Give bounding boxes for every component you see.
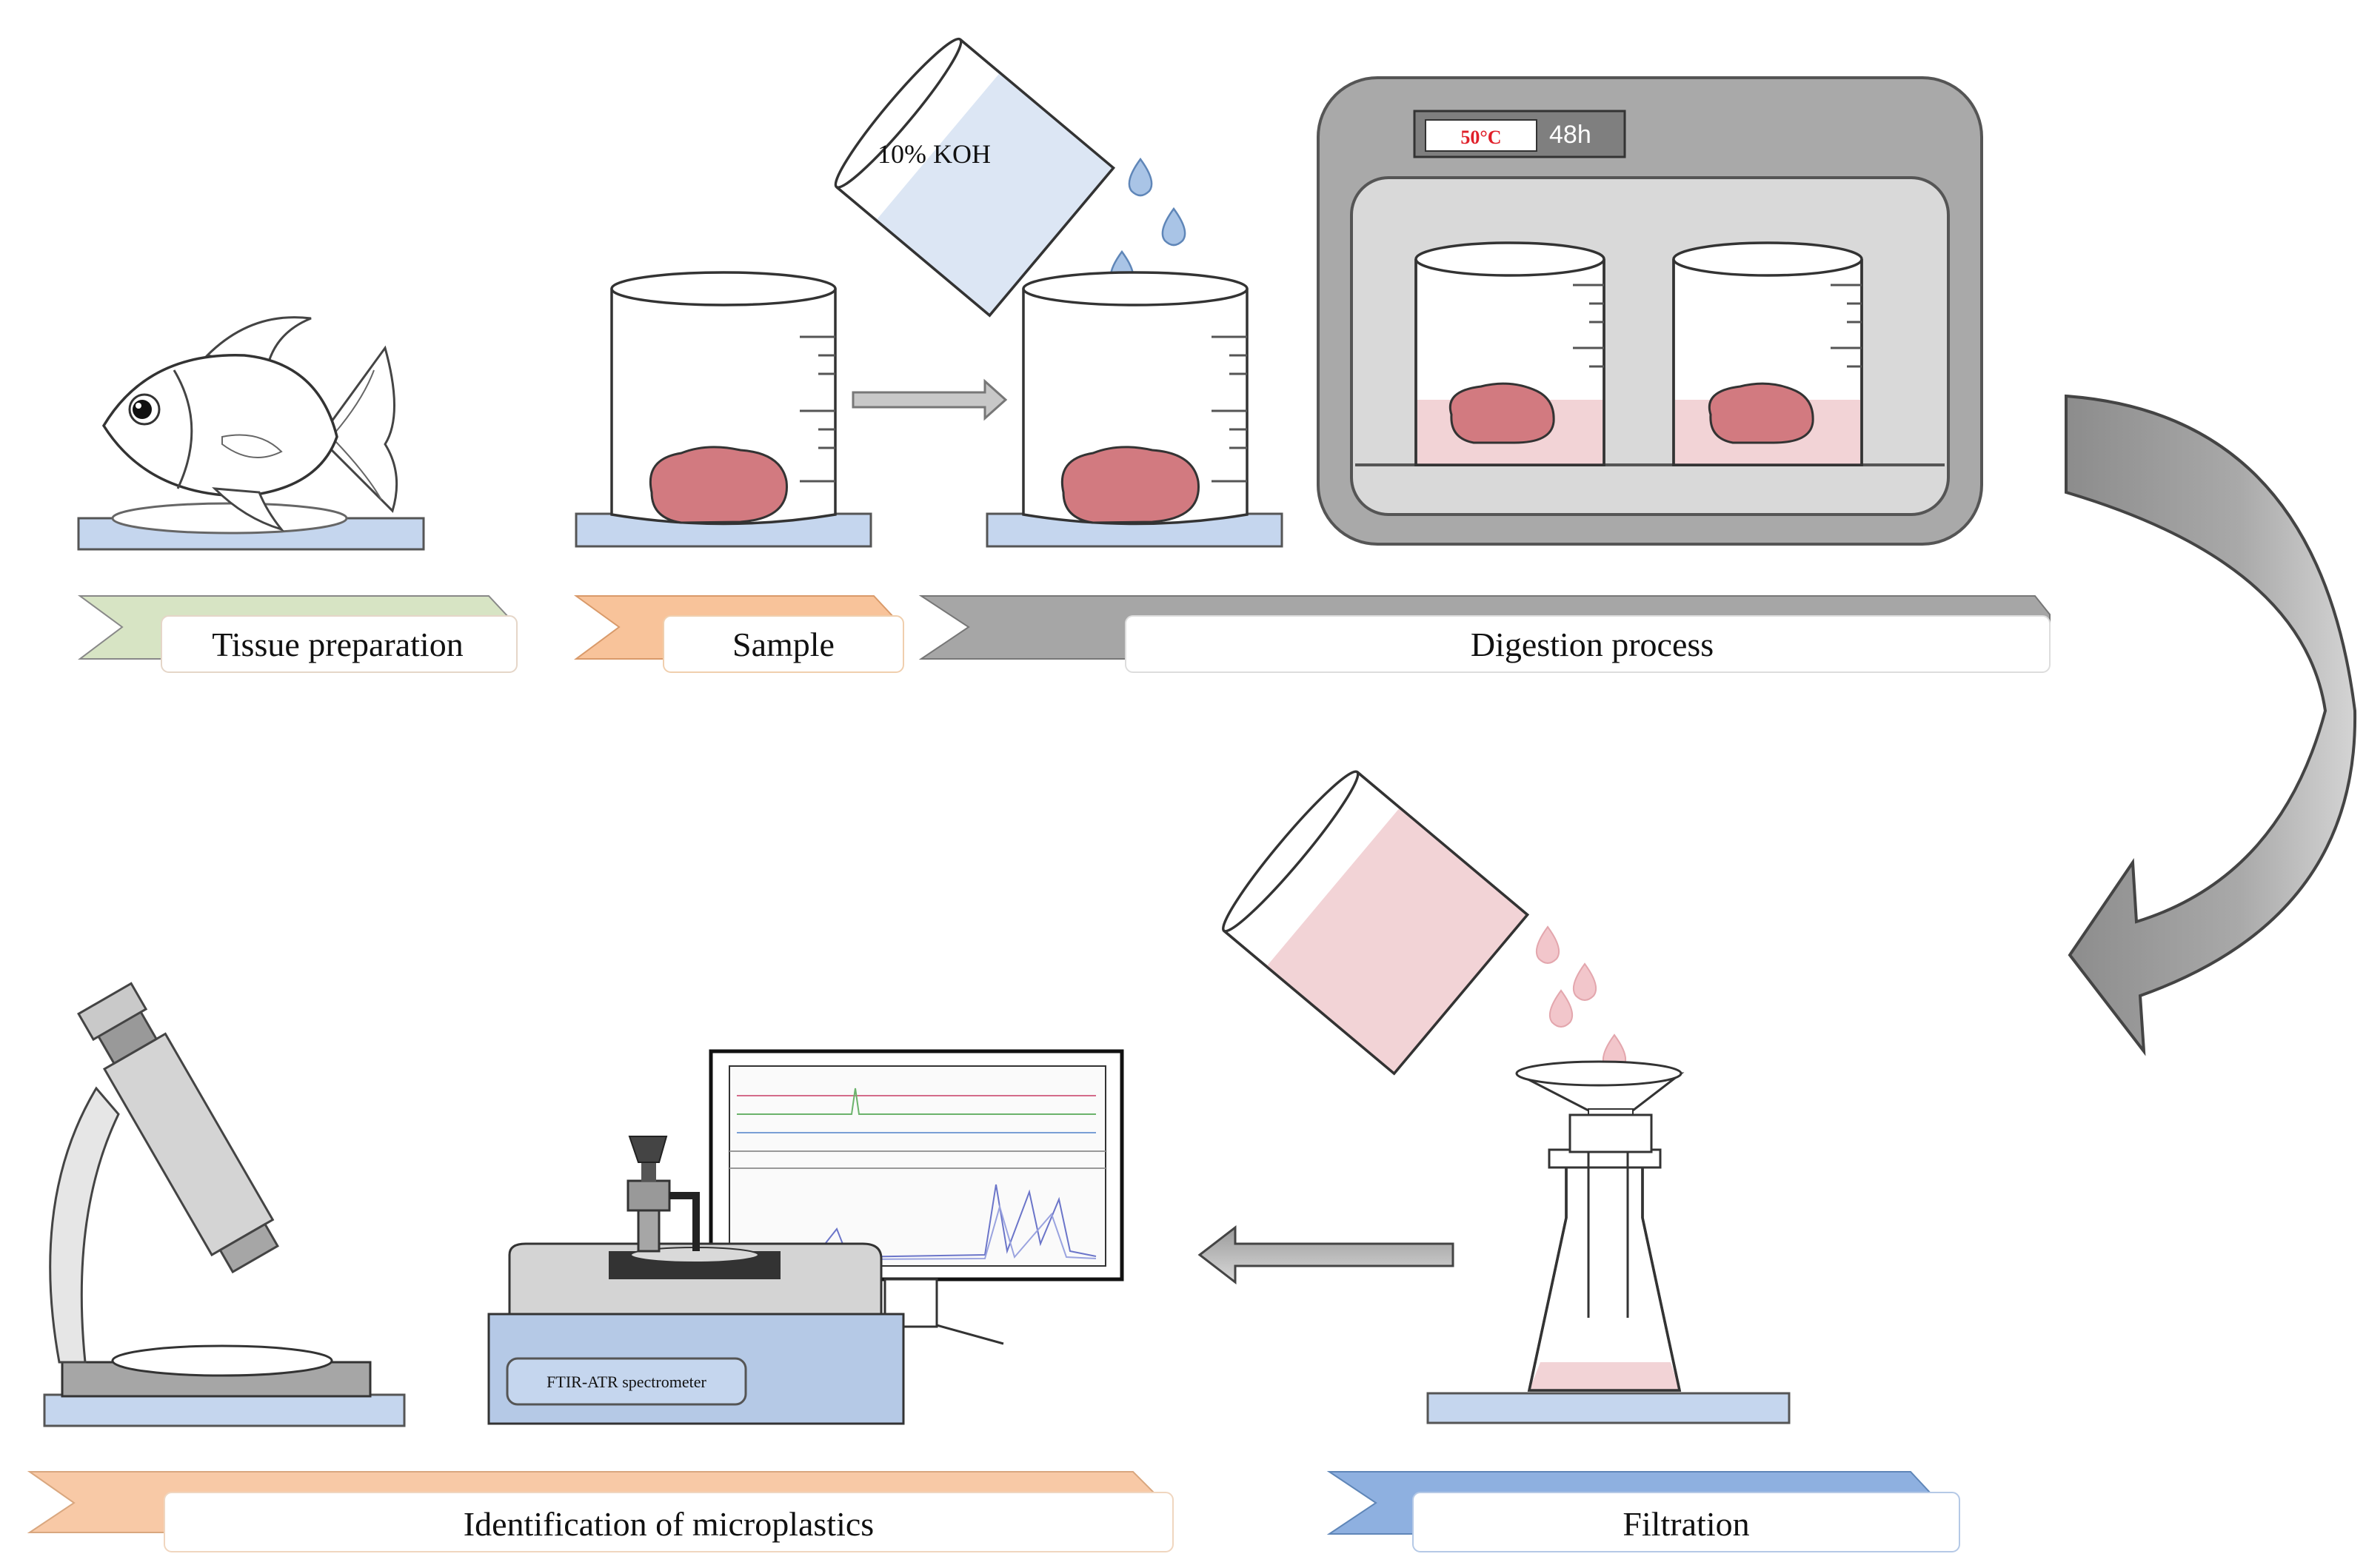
microscope	[43, 982, 406, 1427]
drop-icon	[1573, 962, 1597, 1001]
incubator-temperature: 50°C	[1460, 127, 1501, 148]
tissue-sample	[649, 446, 788, 524]
drop-icon	[1536, 925, 1560, 964]
instrument-label: FTIR-ATR spectrometer	[547, 1373, 706, 1391]
koh-drops	[1109, 157, 1186, 289]
step-label-identification: Identification of microplastics	[464, 1505, 874, 1543]
koh-beaker	[834, 37, 1115, 318]
ftir-spectrometer: FTIR-ATR spectrometer	[487, 1049, 1124, 1425]
digest-drops	[1536, 925, 1626, 1072]
step-label-sample: Sample	[732, 626, 835, 663]
digestion-beaker	[986, 271, 1283, 548]
arrow-left-icon	[1197, 1224, 1454, 1285]
fish-illustration	[77, 316, 425, 551]
banner-digestion: Digestion process	[918, 595, 2051, 673]
drop-icon	[1128, 157, 1153, 197]
sample-beaker	[575, 271, 872, 548]
koh-label: 10% KOH	[878, 139, 991, 169]
fish-dish	[111, 502, 348, 535]
curved-arrow-icon	[2065, 394, 2357, 1056]
step-label-filtration: Filtration	[1623, 1505, 1749, 1543]
arrow-right-icon	[852, 378, 1008, 421]
banner-tissue-preparation: Tissue preparation	[77, 595, 518, 673]
banner-identification: Identification of microplastics	[27, 1471, 1174, 1552]
banner-sample: Sample	[573, 595, 904, 673]
step-label-digestion: Digestion process	[1471, 626, 1714, 663]
incubator: 50°C 48h	[1317, 76, 1983, 546]
fish-body	[101, 354, 338, 497]
filtration-flask	[1426, 1060, 1791, 1424]
incubator-duration: 48h	[1549, 121, 1591, 149]
banner-filtration: Filtration	[1326, 1471, 1960, 1552]
drop-icon	[1549, 989, 1573, 1028]
filtration-pour-beaker	[1221, 770, 1530, 1076]
drop-icon	[1161, 207, 1186, 247]
step-label-tissue-preparation: Tissue preparation	[212, 626, 463, 663]
